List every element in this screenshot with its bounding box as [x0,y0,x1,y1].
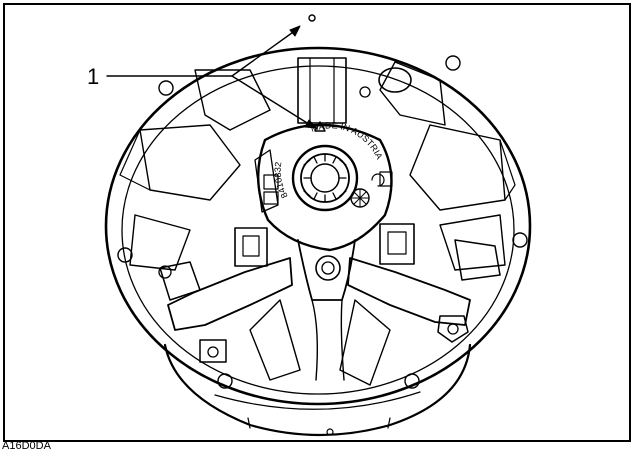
figure-frame [3,3,631,442]
drum-base [163,343,472,437]
splined-bore [291,144,359,212]
right-flyweight-arm [347,257,471,326]
housing-rim [104,46,532,406]
callout-number: 1 [87,64,100,89]
part-number-marking: 8410832 [273,161,290,200]
figure-code: A16D0DA [2,440,51,452]
left-flyweight-arm [167,257,293,331]
reference-arrow-mark [314,121,326,132]
